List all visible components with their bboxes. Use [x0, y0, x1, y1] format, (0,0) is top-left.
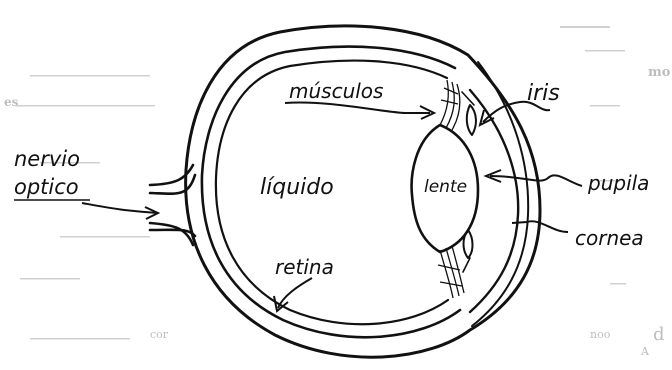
bleed-d: d: [653, 324, 665, 345]
bleed-noo: noo: [590, 328, 611, 341]
label-lente: lente: [424, 177, 467, 197]
label-nervio: nervio: [14, 147, 80, 171]
label-pupila: pupila: [587, 171, 649, 195]
bleed-es: es: [4, 95, 19, 109]
bleed-through-text: mo es cor noo d A: [4, 26, 671, 358]
label-liquido: líquido: [260, 175, 334, 200]
label-iris: iris: [527, 81, 560, 106]
label-musculos: músculos: [289, 79, 383, 103]
eye-wall: [186, 26, 540, 357]
label-cornea: cornea: [575, 226, 644, 250]
leader-lines: [82, 102, 582, 311]
bleed-mo: mo: [648, 65, 671, 80]
labels: nervio optico músculos iris líquido lent…: [14, 79, 649, 279]
label-optico: optico: [14, 175, 79, 199]
bleed-a: A: [640, 345, 650, 358]
bleed-cor: cor: [150, 328, 169, 341]
label-retina: retina: [275, 255, 334, 279]
